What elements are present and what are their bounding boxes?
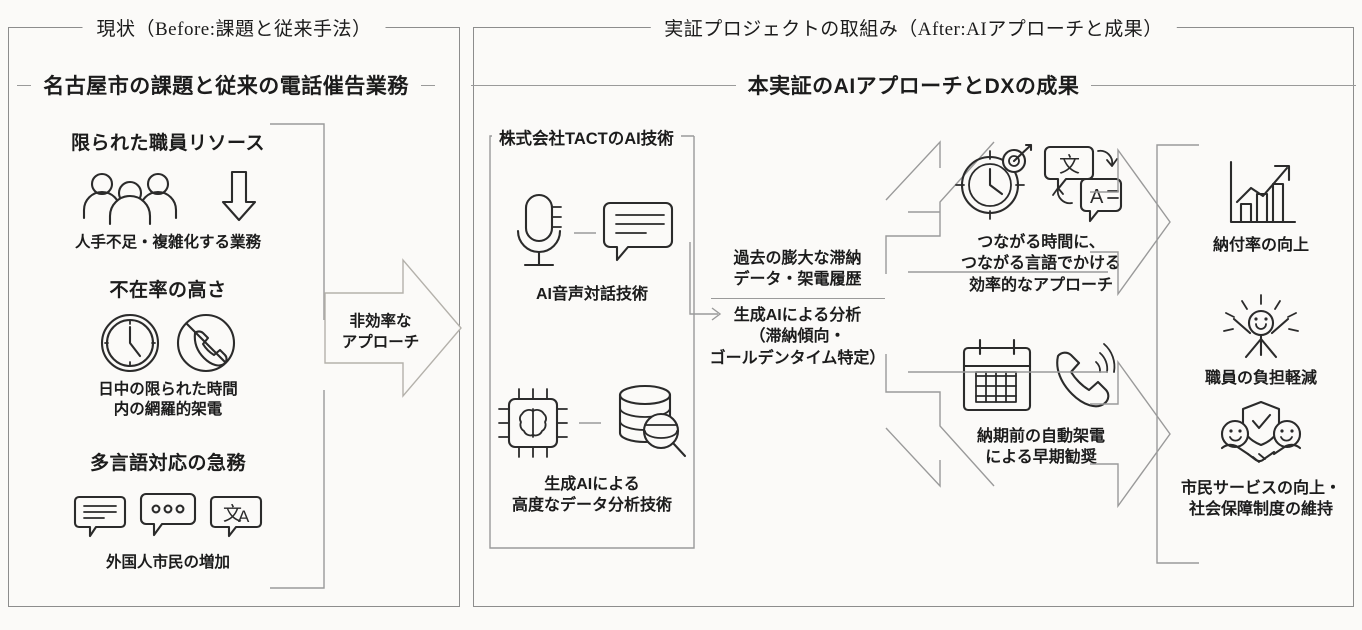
analysis-divider: [710, 297, 885, 299]
issue-1-caption: 人手不足・複雑化する業務: [74, 234, 261, 251]
tech-2-caption: 生成AIによる 高度なデータ分析技術: [488, 474, 696, 516]
analysis-method-text: 生成AIによる分析 （滞納傾向・ ゴールデンタイム特定）: [700, 305, 895, 369]
analysis-method-line2: （滞納傾向・: [749, 328, 846, 346]
issue-2-icons: [18, 312, 318, 374]
connector-line-icon: [574, 231, 596, 234]
issue-1-icons: [18, 165, 318, 227]
center-arrow-line2: アプローチ: [341, 333, 420, 351]
ai-chip-brain-icon: [498, 387, 568, 458]
result-3-caption: 市民サービスの向上・ 社会保障制度の維持: [1166, 478, 1356, 520]
technology-voice-ai: AI音声対話技術: [488, 185, 696, 305]
approach-1-icons: 文 A: [930, 136, 1152, 228]
tech-1-caption: AI音声対話技術: [535, 286, 648, 303]
analysis-group: 過去の膨大な滞納 データ・架電履歴 生成AIによる分析 （滞納傾向・ ゴールデン…: [700, 248, 895, 369]
results-bracket: [1156, 144, 1199, 564]
panel-after: 実証プロジェクトの取組み（After:AIアプローチと成果）: [473, 14, 1354, 607]
database-search-icon: [618, 384, 687, 457]
approach-1-bracket: [908, 211, 1108, 273]
result-staff-burden: 職員の負担軽減: [1166, 288, 1356, 389]
issue-1-heading: 限られた職員リソース: [70, 133, 266, 154]
result-3-line1: 市民サービスの向上・: [1180, 480, 1341, 497]
issue-3-icons: 文 A: [18, 485, 318, 547]
cheering-person-icon: [1223, 294, 1299, 359]
approach-2-to-results-arrow: [1090, 359, 1171, 509]
analysis-to-approach-2-arrow: [885, 354, 995, 488]
result-2-icons: [1166, 288, 1356, 366]
tact-box-label: 株式会社TACTのAI技術: [492, 125, 681, 149]
issue-2-caption-line2: 内の網羅的架電: [113, 401, 223, 419]
issues-bracket: [270, 123, 325, 589]
result-2-caption: 職員の負担軽減: [1204, 370, 1317, 387]
clock-icon: [100, 313, 160, 373]
before-section-title: 名古屋市の課題と従来の電話催告業務: [17, 70, 435, 100]
issue-block-absence-rate: 不在率の高さ 日中の限られた時間 内の網羅的架電: [18, 275, 318, 420]
inefficient-approach-arrow: [324, 258, 462, 398]
issue-2-heading: 不在率の高さ: [109, 280, 227, 301]
analysis-method-line3: ゴールデンタイム特定）: [709, 349, 886, 367]
analysis-method-line1: 生成AIによる分析: [733, 306, 862, 324]
clock-target-icon: [955, 143, 1033, 220]
chat-bubble-icon: [602, 201, 674, 261]
result-1-caption: 納付率の向上: [1212, 237, 1309, 254]
analysis-data-line2: データ・架電履歴: [733, 271, 862, 289]
result-3-icons: [1166, 398, 1356, 476]
issue-2-caption-line1: 日中の限られた時間: [98, 381, 238, 398]
speech-dots-icon: [139, 492, 197, 537]
tact-to-analysis-connector: [689, 242, 722, 321]
phone-crossed-icon: [176, 313, 236, 373]
rule-right: [420, 84, 435, 86]
approach-1-caption: つながる時間に、 つながる言語でかける 効率的なアプローチ: [930, 232, 1152, 296]
center-arrow-line1: 非効率な: [349, 313, 412, 330]
translate-icon: 文 A: [209, 495, 263, 538]
approach-1-line2: つながる言語でかける: [960, 255, 1121, 273]
tech-1-icons: [488, 185, 696, 280]
people-group-icon: [82, 172, 178, 226]
connector-line-icon: [579, 421, 601, 424]
microphone-icon: [516, 193, 562, 266]
result-payment-rate: 納付率の向上: [1166, 155, 1356, 256]
approach-2-line2: による早期勧奨: [985, 449, 1097, 467]
handshake-shield-icon: [1220, 400, 1302, 463]
down-arrow-icon: [221, 170, 257, 222]
rule-left: [470, 84, 736, 86]
analysis-data-text: 過去の膨大な滞納 データ・架電履歴: [700, 248, 895, 291]
before-section-title-text: 名古屋市の課題と従来の電話催告業務: [43, 75, 409, 98]
bar-chart-up-icon: [1229, 160, 1297, 224]
svg-text:文: 文: [1059, 154, 1080, 177]
svg-text:文: 文: [223, 503, 242, 525]
issue-3-heading: 多言語対応の急務: [89, 453, 246, 474]
panel-after-caption: 実証プロジェクトの取組み（After:AIアプローチと成果）: [650, 14, 1177, 41]
approach-1-to-results-arrow: [1090, 147, 1171, 297]
rule-left: [17, 84, 32, 86]
approach-1-line1: つながる時間に、: [977, 234, 1105, 251]
technology-data-analysis: 生成AIによる 高度なデータ分析技術: [488, 375, 696, 516]
speech-lines-icon: [73, 495, 127, 538]
after-section-title: 本実証のAIアプローチとDXの成果: [470, 70, 1357, 100]
result-1-icons: [1166, 155, 1356, 233]
issue-block-multilingual: 多言語対応の急務 文 A 外国人市民の増加: [18, 448, 318, 573]
issue-block-staff-resources: 限られた職員リソース 人手不足・複雑化する業務: [18, 128, 318, 253]
analysis-to-approach-1-arrow: [885, 140, 995, 274]
approach-2-bracket: [908, 371, 1108, 373]
rule-right: [1091, 84, 1357, 86]
issue-2-caption: 日中の限られた時間 内の網羅的架電: [18, 380, 318, 420]
after-section-title-text: 本実証のAIアプローチとDXの成果: [747, 75, 1080, 98]
tech-2-icons: [488, 375, 696, 470]
tech-2-caption-line2: 高度なデータ分析技術: [511, 497, 672, 515]
phone-ringing-icon: [1056, 343, 1116, 408]
analysis-data-line1: 過去の膨大な滞納: [733, 250, 862, 267]
approach-efficient-timing: 文 A つながる時間に、 つながる言語でかける 効率的なアプローチ: [930, 136, 1152, 296]
result-citizen-service: 市民サービスの向上・ 社会保障制度の維持: [1166, 398, 1356, 520]
inefficient-approach-label: 非効率な アプローチ: [328, 312, 433, 354]
tech-2-caption-line1: 生成AIによる: [544, 476, 640, 493]
result-3-line2: 社会保障制度の維持: [1188, 501, 1333, 519]
issue-3-caption: 外国人市民の増加: [105, 554, 230, 571]
svg-text:A: A: [238, 507, 250, 526]
panel-before-caption: 現状（Before:課題と従来手法）: [82, 14, 386, 41]
approach-2-caption: 納期前の自動架電 による早期勧奨: [930, 426, 1152, 469]
approach-1-line3: 効率的なアプローチ: [968, 276, 1113, 294]
approach-2-line1: 納期前の自動架電: [976, 428, 1105, 445]
